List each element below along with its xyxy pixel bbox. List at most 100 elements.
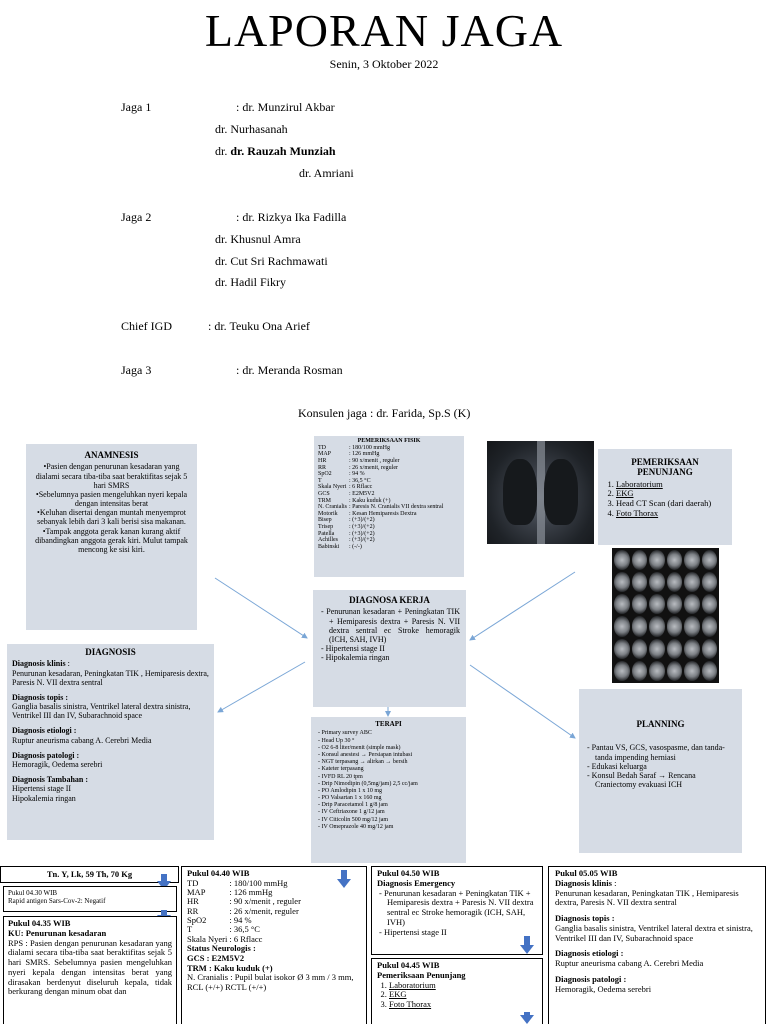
diagnosa-kerja-item: Penurunan kesadaran + Peningkatan TIK + … [319, 607, 460, 644]
chief-value: : dr. Teuku Ona Arief [208, 319, 310, 333]
timeline-0505-topis-label: Diagnosis topis [555, 913, 610, 924]
diagnosa-kerja-item: Hipokalemia ringan [319, 653, 460, 662]
timeline-0450: Pukul 04.50 WIB Diagnosis Emergency Penu… [371, 866, 543, 955]
kv-value: : 36,5 °C [349, 477, 371, 484]
kv-label: MAP [187, 887, 206, 898]
terapi-item: PO Valsartan 1 x 160 mg [316, 795, 461, 802]
kv-value: : 6 Rflacc [349, 484, 373, 491]
anamnesis-item: Tampak anggota gerak kanan kurang aktif … [31, 527, 192, 555]
kv-value: : 90 x/menit , reguler [349, 458, 400, 465]
kv-label: Patella [318, 530, 335, 537]
jaga3-label: Jaga 3 [121, 363, 152, 377]
kv-label: SpO2 [187, 915, 207, 926]
ct-slice [701, 660, 717, 681]
terapi-item: PO Amlodipin 1 x 10 mg [316, 788, 461, 795]
terapi-item: IV Omeprazole 40 mg/12 jam [316, 824, 461, 831]
kv-row: TD: 180/100 mmHg [318, 445, 445, 452]
terapi-item: Kateter terpasang [316, 766, 461, 773]
kv-value: : E2M5V2 [349, 491, 375, 498]
diagnosis-patologi: Hemoragik, Oedema serebri [12, 760, 103, 770]
anamnesis-item: Keluhan disertai dengan muntah menyempro… [31, 508, 192, 526]
timeline-0445-sub: Pemeriksaan Penunjang [377, 969, 466, 980]
chest-xray-image [487, 441, 594, 544]
ct-slice [631, 638, 647, 659]
jaga1-line-2: dr. Nurhasanah [215, 122, 288, 136]
jaga1-line-4: dr. Amriani [299, 166, 354, 180]
diagnosis-tambahan-2: Hipokalemia ringan [12, 793, 76, 803]
penunjang-item: Head CT Scan (dari daerah) [616, 498, 726, 509]
diagnosis-klinis-label: Diagnosis klinis [12, 659, 66, 669]
kv-row: SpO2: 94 % [318, 471, 445, 478]
anamnesis-box: ANAMNESIS Pasien dengan penurunan kesada… [26, 444, 197, 630]
timeline-0435-rps: RPS : Pasien dengan penurunan kesadaran … [8, 937, 172, 997]
terapi-item: Drip Nimodipin (0,5mg/jam) 2,5 cc/jam [316, 781, 461, 788]
kv-label: SpO2 [318, 471, 332, 478]
ct-slice [701, 550, 717, 571]
jaga1-line-3-bold: dr. Rauzah Munziah [230, 144, 336, 158]
ct-slice [631, 594, 647, 615]
kv-value: : 6 Rflacc [229, 933, 263, 944]
kv-value: : 90 x/menit , reguler [229, 896, 301, 907]
diagnosis-tambahan-1: Hipertensi stage II [12, 784, 72, 794]
timeline-0450-title: Pukul 04.50 WIB [377, 868, 440, 878]
jaga1-line-3: dr. dr. Rauzah Munziah [215, 144, 336, 158]
kv-row: N. Cranialis: Paresis N. Cranialis VII d… [318, 504, 445, 511]
arrow-down-icon [337, 879, 351, 888]
anamnesis-item: Pasien dengan penurunan kesadaran yang d… [31, 462, 192, 490]
kv-row: HR: 90 x/menit , reguler [187, 896, 303, 907]
anamnesis-item: Sebelumnya pasien mengeluhkan nyeri kepa… [31, 490, 192, 508]
kv-label: TD [318, 444, 326, 451]
ct-slice [701, 638, 717, 659]
ct-slice [684, 660, 700, 681]
terapi-item: Head Up 30 ° [316, 738, 461, 745]
timeline-0505-patologi-label: Diagnosis patologi [555, 973, 622, 984]
terapi-item: NGT terpasang → alirkan → bersih [316, 759, 461, 766]
diagnosis-etiologi-label: Diagnosis etiologi [12, 726, 72, 736]
kv-row: T: 36,5 °C [318, 478, 445, 485]
diagnosis-topis: Ganglia basalis sinistra, Ventrikel late… [12, 702, 191, 721]
arrow-anamnesis [214, 577, 308, 639]
arrow-diagnosis [217, 661, 306, 713]
kv-row: HR : 90 x/menit , reguler [318, 458, 445, 465]
penunjang-title: PEMERIKSAAN PENUNJANG [631, 457, 699, 478]
timeline-0445-list: Laboratorium EKG Foto Thorax [377, 980, 537, 1010]
kv-value: : (+3)/(+2) [349, 530, 375, 537]
kv-label: HR [318, 458, 327, 465]
diagnosa-kerja-list: Penurunan kesadaran + Peningkatan TIK + … [319, 607, 460, 662]
planning-item: Edukasi keluarga [585, 762, 736, 771]
anamnesis-list: Pasien dengan penurunan kesadaran yang d… [31, 462, 192, 554]
timeline-0440-gcs: GCS : E2M5V2 [187, 952, 245, 963]
ct-slice [701, 572, 717, 593]
jaga2-label: Jaga 2 [121, 210, 152, 224]
pemeriksaan-fisik-title: PEMERIKSAAN FISIK [357, 438, 421, 444]
kv-value: : Kaku kuduk (+) [349, 497, 391, 504]
kv-value: : 126 mmHg [229, 887, 273, 898]
ct-slice [614, 594, 630, 615]
kv-row: SpO2 : 94 % [187, 915, 303, 926]
jaga2-line-3: dr. Cut Sri Rachmawati [215, 254, 328, 268]
planning-box: PLANNING Pantau VS, GCS, vasospasme, dan… [579, 689, 742, 853]
ct-slice [684, 638, 700, 659]
timeline-0445-item: Foto Thorax [389, 999, 537, 1010]
ct-slice [649, 572, 665, 593]
planning-title: PLANNING [636, 719, 685, 729]
kv-label: GCS [318, 491, 330, 498]
kv-row: Motorik: Kesan Hemiparesis Dextra [318, 511, 445, 518]
terapi-item: O2 6-8 liter/menit (simple mask) [316, 745, 461, 752]
diagnosis-title: DIAGNOSIS [85, 647, 136, 657]
ct-slice [666, 550, 682, 571]
kv-row: T: 36,5 °C [187, 925, 303, 935]
ct-slice [631, 572, 647, 593]
timeline-0450-sub: Diagnosis Emergency [377, 877, 456, 888]
ct-slice [649, 550, 665, 571]
terapi-item: Drip Paracetamol 1 g/8 jam [316, 802, 461, 809]
penunjang-item: EKG [616, 489, 726, 499]
kv-value: : 94 % [229, 915, 252, 926]
chief-label: Chief IGD [121, 319, 172, 333]
anamnesis-title: ANAMNESIS [84, 450, 139, 460]
ct-slice [614, 638, 630, 659]
